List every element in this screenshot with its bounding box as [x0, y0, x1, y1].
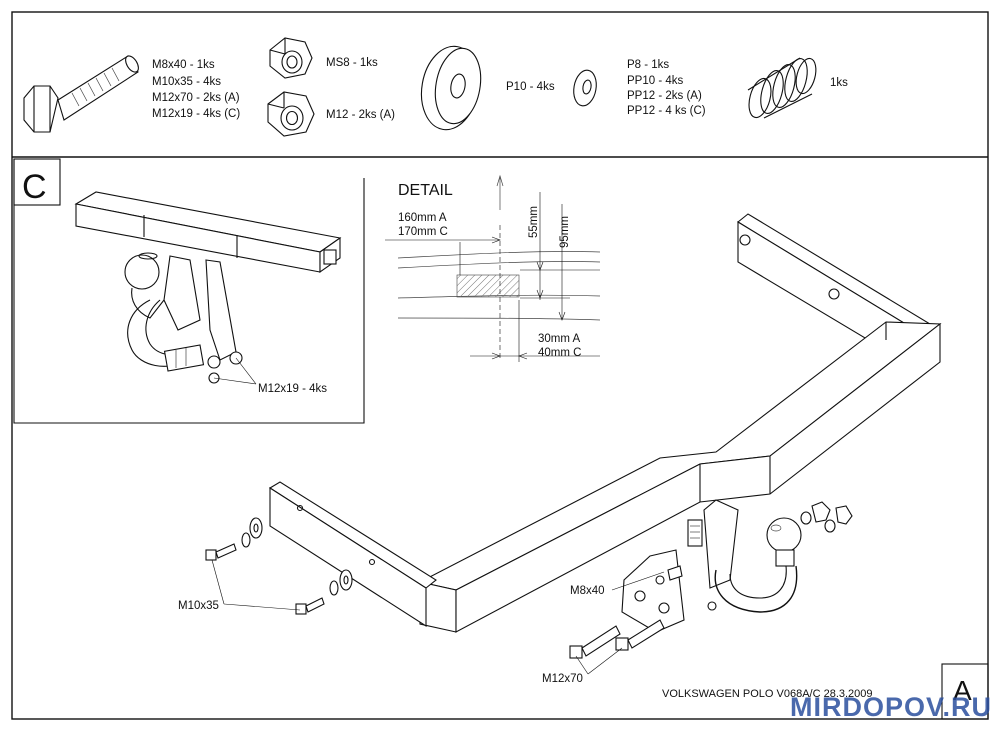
- nut-m8-label: MS8 - 1ks: [326, 57, 378, 69]
- bolt-label-1: M8x40 - 1ks: [152, 59, 215, 71]
- inset-c-letter-box: [13, 158, 61, 206]
- inset-tow-ball: [124, 252, 165, 319]
- washer-small-label-2: PP10 - 4ks: [627, 75, 683, 87]
- washer-small-icon: [573, 69, 597, 107]
- socket-plate: [621, 549, 717, 633]
- washer-large-icon: [420, 45, 482, 131]
- footer-text: VOLKSWAGEN POLO V068A/C 28.3.2009: [662, 688, 873, 700]
- view-letter-box: [941, 663, 989, 720]
- washer-large-label: P10 - 4ks: [506, 81, 555, 93]
- bolt-label-2: M10x35 - 4ks: [152, 76, 221, 88]
- inset-bracket: [127, 255, 243, 384]
- inset-c-letter: C: [22, 168, 47, 206]
- nut-m12-label: M12 - 2ks (A): [326, 109, 395, 121]
- inset-c: C: [13, 158, 365, 424]
- detail-width-a: 160mm A: [398, 212, 447, 224]
- bolt-icon: [23, 55, 139, 133]
- watermark-text: MIRDOPOV.RU: [790, 692, 992, 722]
- washer-small-label-3: PP12 - 2ks (A): [627, 90, 702, 102]
- detail-hatch-box: [456, 274, 520, 298]
- inset-crossbar: [74, 191, 342, 274]
- outer-frame: [11, 11, 989, 720]
- callout-m12x70: M12x70: [542, 673, 583, 685]
- detail-height-55: 55mm: [528, 206, 540, 238]
- main-view: M10x35 M8x40 M12x70: [178, 213, 942, 685]
- detail-offset-a: 30mm A: [538, 333, 581, 345]
- callout-m8x40: M8x40: [570, 585, 605, 597]
- detail-title: DETAIL: [398, 182, 453, 199]
- bolt-label-3: M12x70 - 2ks (A): [152, 92, 240, 104]
- detail-section: DETAIL 160mm A 170mm C 55mm 95mm: [385, 174, 601, 362]
- nut-m8-icon: [269, 37, 313, 79]
- spring-icon: [747, 57, 817, 119]
- main-tow-ball: [766, 517, 802, 567]
- ball-fasteners: [667, 501, 853, 581]
- detail-height-95: 95mm: [559, 216, 571, 248]
- spring-label: 1ks: [830, 77, 848, 89]
- view-letter: A: [953, 675, 972, 706]
- inset-bolt-callout: M12x19 - 4ks: [258, 383, 327, 395]
- washer-small-label-4: PP12 - 4 ks (C): [627, 105, 706, 117]
- washer-small-label-1: P8 - 1ks: [627, 59, 669, 71]
- parts-list: M8x40 - 1ks M10x35 - 4ks M12x70 - 2ks (A…: [23, 37, 848, 137]
- left-side-bracket: [268, 481, 437, 628]
- main-crossbar: [418, 321, 942, 633]
- nut-m12-icon: [267, 91, 315, 137]
- left-bolts: [205, 517, 353, 615]
- inset-callout-leader: [235, 357, 257, 385]
- detail-width-c: 170mm C: [398, 226, 448, 238]
- bolt-label-4: M12x19 - 4ks (C): [152, 108, 240, 120]
- detail-offset-c: 40mm C: [538, 347, 581, 359]
- m12x70-bolts: [569, 619, 665, 659]
- callout-m10x35: M10x35: [178, 600, 219, 612]
- detail-bumper: [397, 251, 601, 321]
- hitch-body: [687, 499, 798, 613]
